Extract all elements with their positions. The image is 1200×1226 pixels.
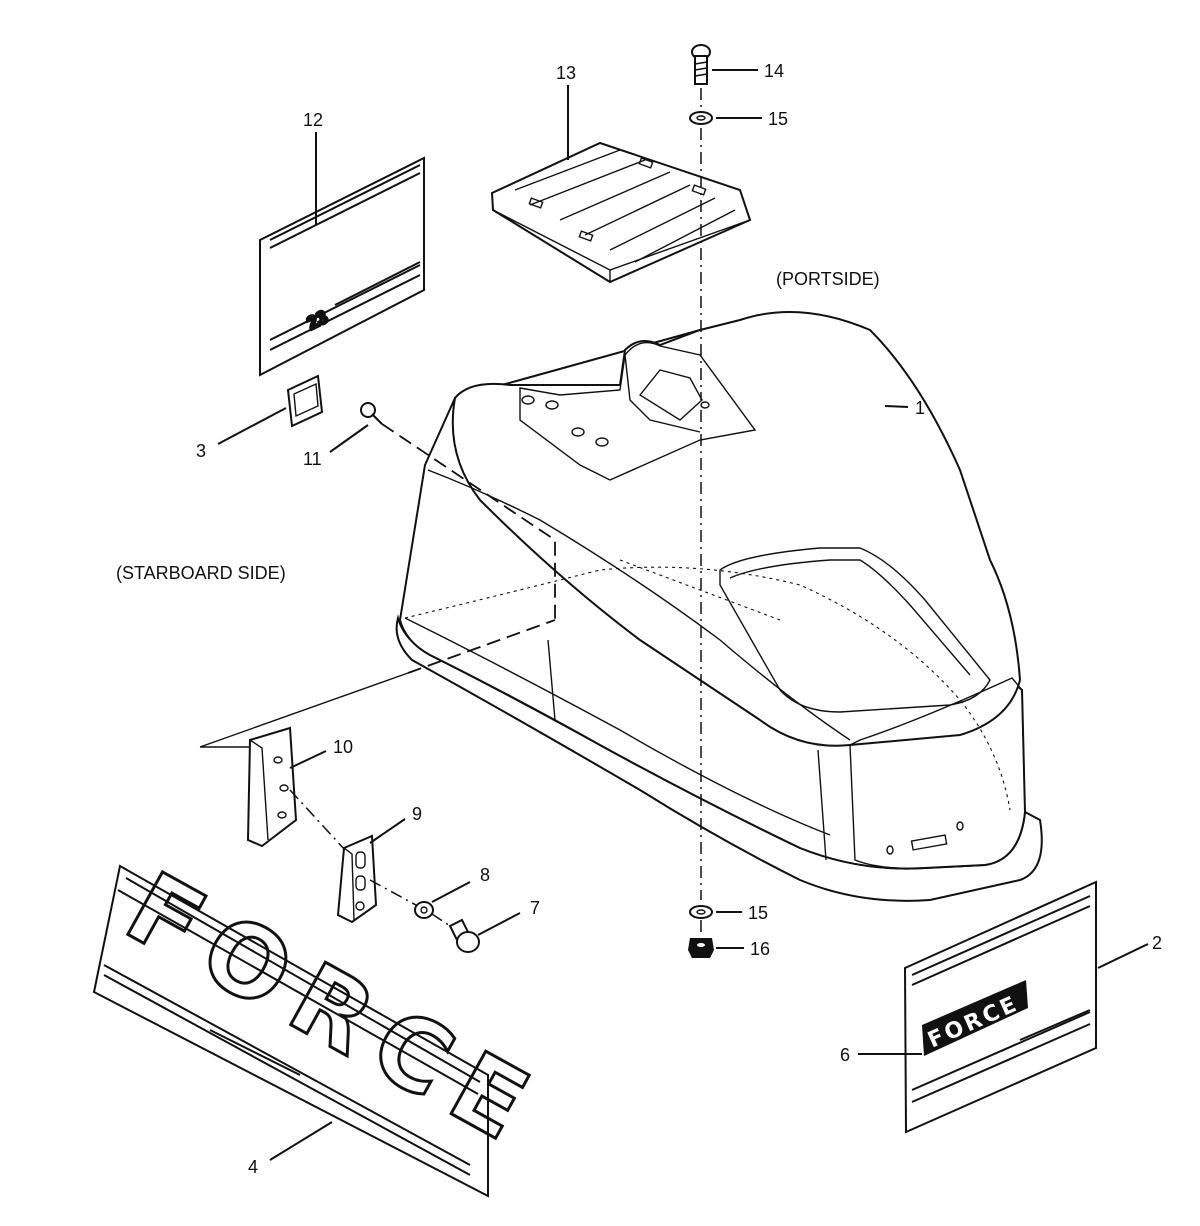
side-decal-part-2: FORCE (903, 880, 1097, 1134)
callout-1: 1 (915, 398, 925, 418)
starboard-side-label: (STARBOARD SIDE) (116, 563, 286, 583)
screw-part-7 (448, 918, 480, 953)
callout-13: 13 (556, 63, 576, 83)
fastener-assembly-line (289, 789, 451, 927)
bracket-assembly-line (199, 672, 409, 748)
screw-11-assembly-line (381, 423, 556, 620)
callout-9: 9 (412, 804, 422, 824)
bracket-part-10 (246, 726, 298, 848)
callout-12: 12 (303, 110, 323, 130)
top-cowl-part-1 (395, 311, 1043, 902)
callout-16: 16 (750, 939, 770, 959)
callout-15-lower: 15 (748, 903, 768, 923)
washer-part-15-upper (689, 111, 713, 125)
latch-plate-part-9 (336, 834, 378, 924)
bolt-part-14 (691, 44, 711, 85)
callout-3: 3 (196, 441, 206, 461)
callout-leaders (217, 69, 1149, 1161)
portside-label: (PORTSIDE) (776, 269, 880, 289)
nut-part-16 (688, 938, 714, 958)
callout-7: 7 (530, 898, 540, 918)
top-pad-part-13 (490, 141, 752, 284)
callout-14: 14 (764, 61, 784, 81)
screw-part-11 (360, 402, 383, 425)
callout-10: 10 (333, 737, 353, 757)
callout-11: 11 (303, 449, 322, 469)
callout-2: 2 (1152, 933, 1162, 953)
washer-part-15-lower (689, 905, 713, 919)
number-decal-part-12: 23 (259, 156, 425, 377)
large-force-decal-part-4: FORCE (92, 850, 563, 1198)
bracket-dashed-line (407, 619, 556, 674)
callout-15-upper: 15 (768, 109, 788, 129)
small-pad-part-3 (286, 374, 324, 428)
callout-6: 6 (840, 1045, 850, 1065)
callout-4: 4 (248, 1157, 258, 1177)
callout-numbers: 1 2 3 4 6 7 8 9 10 11 12 13 14 15 15 16 (196, 61, 1162, 1177)
washer-part-8 (414, 901, 434, 919)
callout-8: 8 (480, 865, 490, 885)
